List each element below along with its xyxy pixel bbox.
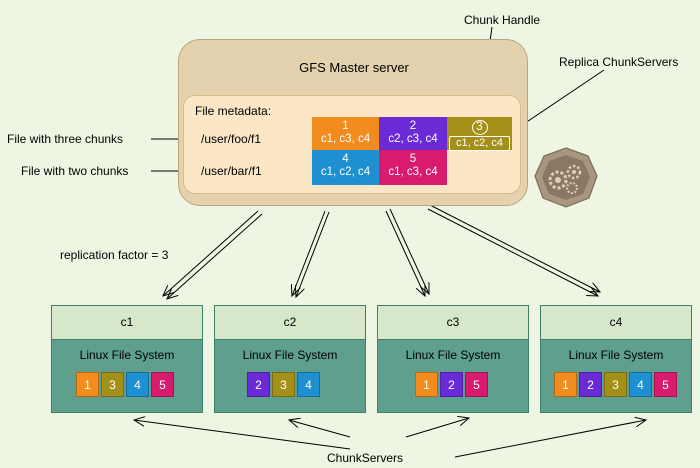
linux-fs-label: Linux File System xyxy=(405,348,501,362)
chunkserver-name: c3 xyxy=(378,306,528,340)
chunk-handle-label: Chunk Handle xyxy=(464,13,541,27)
chunk-block: 1 xyxy=(554,372,577,397)
linux-fs-label: Linux File System xyxy=(242,348,338,362)
chunk-block: 5 xyxy=(465,372,488,397)
arrow-cs-c3 xyxy=(405,418,469,438)
arrow-master-c3 xyxy=(385,210,425,296)
chunkserver-c1: c1 Linux File System 1 3 4 5 xyxy=(51,305,203,413)
file-two-chunks-label: File with two chunks xyxy=(21,164,129,178)
file-path-foo: /user/foo/f1 xyxy=(201,132,262,146)
chunkserver-name: c4 xyxy=(541,306,691,340)
file-three-chunks-label: File with three chunks xyxy=(7,132,124,146)
arrow-cs-c2 xyxy=(289,420,351,438)
chunk-block: 2 xyxy=(440,372,463,397)
arrow-master-c2 xyxy=(292,210,326,296)
chunk-handle-circle: 3 xyxy=(471,120,488,135)
chunk-block: 2 xyxy=(247,372,270,397)
chunk-id: 4 xyxy=(342,153,349,165)
chunk-block: 5 xyxy=(151,372,174,397)
linux-fs-label: Linux File System xyxy=(79,348,175,362)
chunk-block: 4 xyxy=(629,372,652,397)
replica-chunkservers-label: Replica ChunkServers xyxy=(559,55,679,69)
chunkserver-name: c1 xyxy=(52,306,202,340)
replication-factor-label: replication factor = 3 xyxy=(60,248,169,262)
file-path-bar: /user/bar/f1 xyxy=(201,164,262,178)
chunkserver-c4: c4 Linux File System 1 2 3 4 5 xyxy=(540,305,692,413)
arrow-master-c4 xyxy=(427,208,598,296)
chunk-block: 4 xyxy=(126,372,149,397)
chunk-cell-3: 3 c1, c2, c4 xyxy=(447,117,512,151)
master-title: GFS Master server xyxy=(299,60,409,75)
chunk-id: 5 xyxy=(409,153,417,165)
chunkserver-name: c2 xyxy=(215,306,365,340)
arrow-cs-c1 xyxy=(134,420,351,450)
chunk-block: 1 xyxy=(415,372,438,397)
chunk-replicas: c1, c3, c4 xyxy=(320,133,371,145)
chunk-block: 3 xyxy=(604,372,627,397)
chunk-block: 1 xyxy=(76,372,99,397)
chunk-replicas: c2, c3, c4 xyxy=(388,133,438,145)
chunk-block: 4 xyxy=(297,372,320,397)
chunk-id: 2 xyxy=(409,120,417,132)
chunk-replicas-highlight: c1, c2, c4 xyxy=(449,136,510,151)
linux-fs-label: Linux File System xyxy=(568,348,664,362)
metadata-label: File metadata: xyxy=(195,104,272,118)
chunkservers-label: ChunkServers xyxy=(327,451,404,465)
chunk-replicas: c1, c2, c4 xyxy=(320,166,371,178)
chunk-replicas: c1, c3, c4 xyxy=(388,166,438,178)
chunk-block: 3 xyxy=(101,372,124,397)
chunk-block: 2 xyxy=(579,372,602,397)
chunkserver-c3: c3 Linux File System 1 2 5 xyxy=(377,305,529,413)
chunk-id: 1 xyxy=(342,120,349,132)
chunk-block: 3 xyxy=(272,372,295,397)
chunkserver-c2: c2 Linux File System 2 3 4 xyxy=(214,305,366,413)
arrow-cs-c4 xyxy=(454,420,646,458)
arrow-master-c1 xyxy=(163,210,259,296)
chunk-block: 5 xyxy=(654,372,677,397)
